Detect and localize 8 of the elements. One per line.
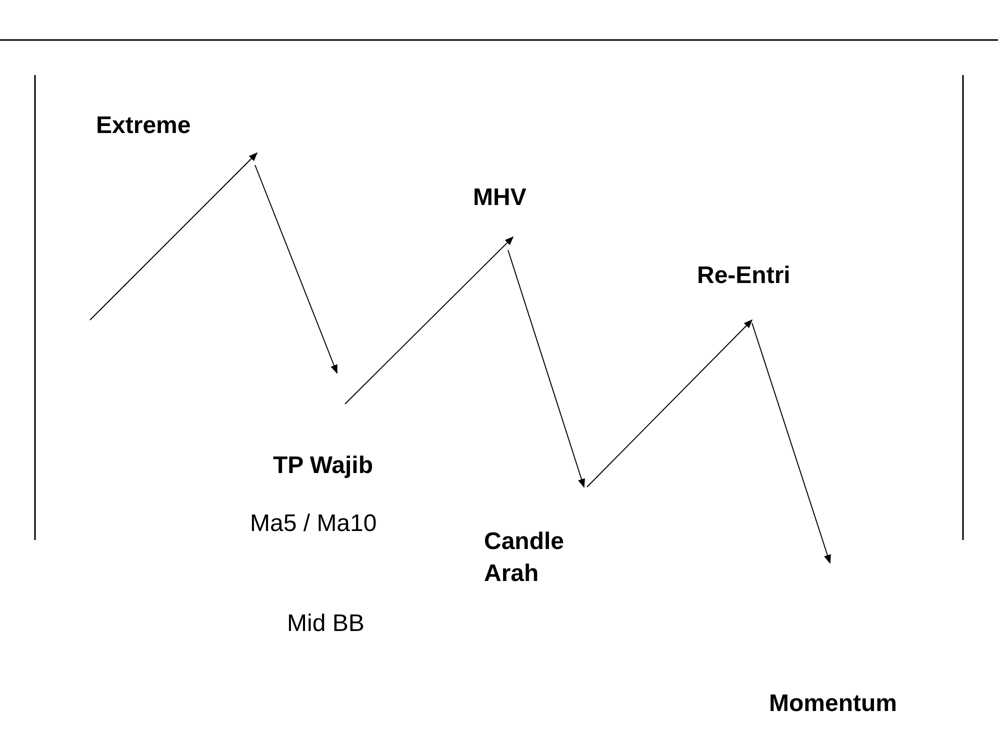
annotation-label: MHV	[473, 183, 528, 213]
annotation-label: Extreme	[96, 111, 192, 141]
annotation-label: Re-Entri	[697, 261, 792, 291]
annotation-label: Momentum	[769, 689, 898, 719]
annotation-label: Candle Arah	[484, 527, 566, 589]
annotation-label: TP Wajib	[273, 451, 374, 481]
annotation-label: Mid BB	[287, 609, 366, 639]
annotation-label: Ma5 / Ma10	[250, 509, 378, 539]
